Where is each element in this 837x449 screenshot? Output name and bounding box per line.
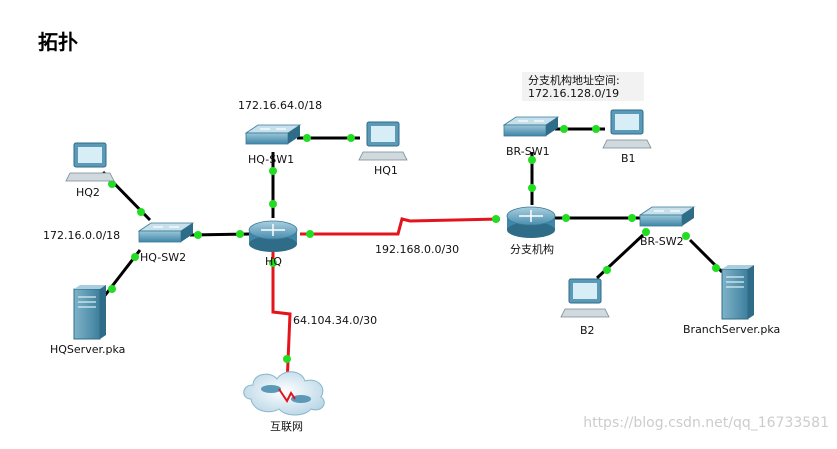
branch-address-note-background: [522, 72, 644, 101]
hq-sw1-network-label: 172.16.64.0/18: [238, 99, 323, 112]
hq-sw2-network-label: 172.16.0.0/18: [43, 229, 121, 242]
b2-label: B2: [580, 324, 595, 337]
branch-server-label: BranchServer.pka: [683, 323, 781, 336]
hq1-label: HQ1: [374, 164, 398, 177]
switch-icon: [137, 222, 195, 243]
server-icon: [721, 265, 754, 320]
branch-router-label: 分支机构: [510, 243, 554, 256]
hq-sw2-label: HQ-SW2: [140, 251, 187, 264]
router-icon: [506, 206, 556, 238]
br-sw1-label: BR-SW1: [506, 145, 550, 158]
internet-label: 互联网: [270, 420, 303, 433]
pc-icon: [358, 121, 408, 161]
link-hq-branch: [300, 217, 501, 236]
pc-icon: [602, 109, 652, 149]
port-indicators: [108, 125, 720, 363]
branch-address-note-title: 分支机构地址空间:: [528, 74, 620, 87]
hq-router-label: HQ: [265, 255, 282, 268]
router-icon: [248, 220, 298, 252]
watermark: https://blog.csdn.net/qq_16733581: [583, 415, 829, 431]
isp-link-label: 64.104.34.0/30: [293, 314, 378, 327]
pc-icon: [560, 278, 610, 318]
switch-icon: [638, 206, 696, 227]
pc-icon: [65, 142, 115, 182]
hq-server-label: HQServer.pka: [50, 343, 126, 356]
wan-link-label: 192.168.0.0/30: [375, 243, 460, 256]
hq2-label: HQ2: [76, 186, 100, 199]
cloud-icon: [243, 371, 325, 416]
b1-label: B1: [621, 152, 636, 165]
server-icon: [73, 285, 106, 340]
hq-sw1-label: HQ-SW1: [248, 153, 295, 166]
page-title: 拓扑: [38, 30, 78, 54]
branch-address-note-value: 172.16.128.0/19: [528, 87, 620, 100]
link-hq-internet: [271, 252, 292, 386]
switch-icon: [502, 116, 560, 137]
switch-icon: [244, 124, 302, 145]
br-sw2-label: BR-SW2: [640, 235, 684, 248]
